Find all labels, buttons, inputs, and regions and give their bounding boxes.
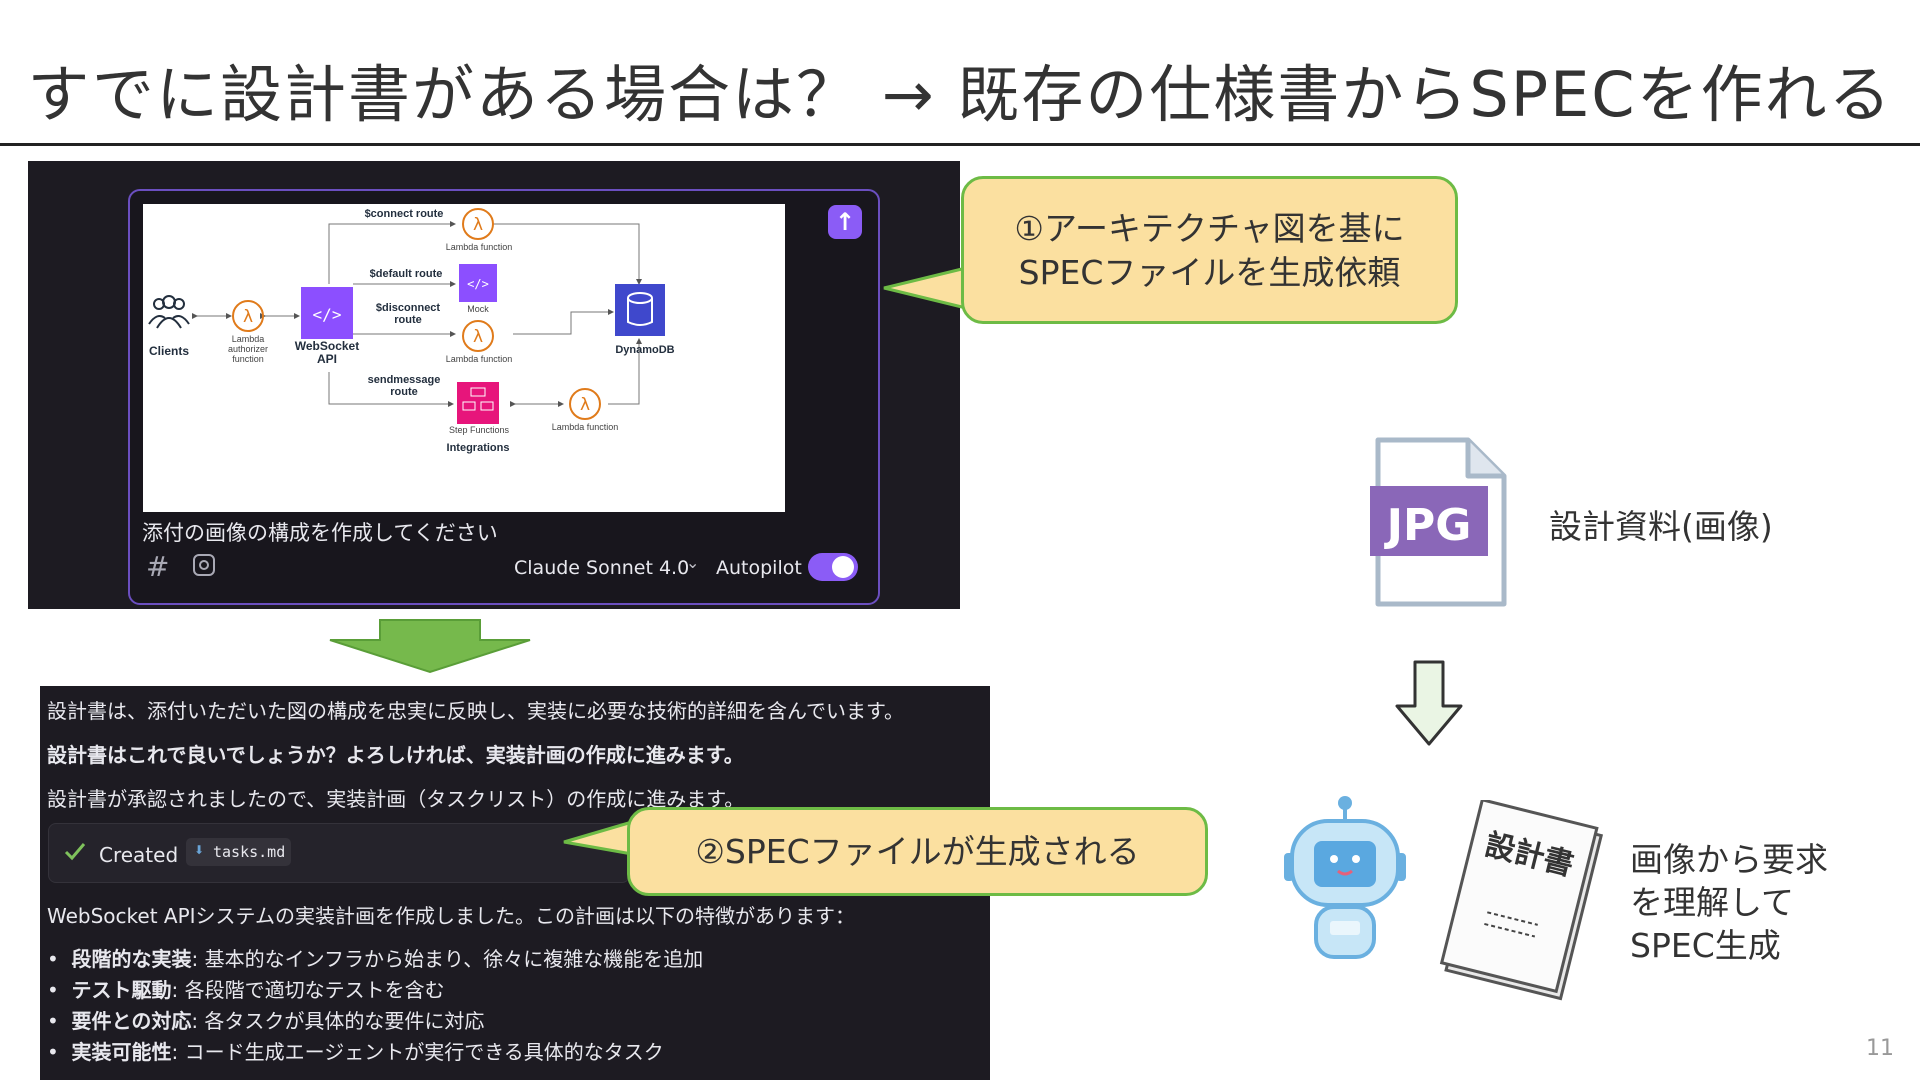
- autopilot-label: Autopilot: [716, 557, 802, 579]
- mock-label: Mock: [467, 304, 489, 314]
- list-item: • 実装可能性: コード生成エージェントが実行できる具体的なタスク: [47, 1040, 664, 1064]
- model-selector[interactable]: Claude Sonnet 4.0: [514, 557, 690, 579]
- lambda-disconnect-icon: λ: [462, 320, 494, 352]
- design-document-icon: 設計書: [1439, 800, 1604, 1001]
- callout-request-spec: ①アーキテクチャ図を基に SPECファイルを生成依頼: [961, 176, 1458, 324]
- integrations-label: Integrations: [446, 442, 510, 454]
- chat-line-3: 設計書が承認されましたので、実装計画（タスクリスト）の作成に進みます。: [47, 787, 745, 811]
- clients-icon: [148, 295, 190, 329]
- svg-text:λ: λ: [580, 395, 590, 415]
- chat-line-4: WebSocket APIシステムの実装計画を作成しました。この計画は以下の特徴…: [47, 904, 855, 928]
- created-label: Created: [99, 843, 179, 867]
- hash-icon[interactable]: #: [146, 550, 170, 583]
- title-divider: [0, 143, 1920, 146]
- chat-line-1: 設計書は、添付いただいた図の構成を忠実に反映し、実装に必要な技術的詳細を含んでい…: [47, 699, 904, 723]
- architecture-lines: λ </> λ </> λ λ: [148, 208, 665, 424]
- jpg-badge: JPG: [1384, 500, 1472, 551]
- callout-spec-generated: ②SPECファイルが生成される: [627, 807, 1208, 896]
- callout1-pointer: [883, 266, 967, 310]
- file-chip[interactable]: [186, 838, 291, 866]
- svg-text:λ: λ: [473, 327, 483, 347]
- list-item: • 段階的な実装: 基本的なインフラから始まり、徐々に複雑な機能を追加: [47, 947, 704, 971]
- file-name[interactable]: tasks.md: [213, 843, 286, 861]
- jpg-file-icon: JPG: [1370, 437, 1507, 607]
- chat-line-2: 設計書はこれで良いでしょうか？よろしければ、実装計画の作成に進みます。: [47, 743, 744, 767]
- down-arrow-icon: [1395, 660, 1463, 746]
- markdown-file-icon: ⬇: [194, 843, 205, 857]
- created-file-card[interactable]: [48, 823, 630, 883]
- robot-caption: 画像から要求 を理解して SPEC生成: [1630, 840, 1828, 965]
- step-functions-icon: [457, 382, 499, 424]
- lambda-disconnect-label: Lambda function: [445, 354, 513, 364]
- slide-title: すでに設計書がある場合は？ → 既存の仕様書からSPECを作れる: [27, 58, 1893, 131]
- page-number: 11: [1866, 1036, 1894, 1061]
- step-functions-label: Step Functions: [448, 425, 510, 435]
- robot-icon: [1284, 796, 1406, 959]
- lambda-function-label: Lambda function: [551, 422, 619, 432]
- chevron-down-icon[interactable]: ⌄: [686, 553, 700, 572]
- list-item: • テスト駆動: 各段階で適切なテストを含む: [47, 978, 445, 1002]
- toggle-knob: [832, 556, 854, 578]
- flow-down-arrow: [329, 619, 531, 674]
- send-arrow-icon[interactable]: ↑: [828, 205, 862, 239]
- jpg-caption: 設計資料(画像): [1549, 507, 1773, 546]
- list-item: • 要件との対応: 各タスクが具体的な要件に対応: [47, 1009, 485, 1033]
- lambda-connect-icon: λ: [462, 208, 494, 240]
- created-check-icon: [62, 838, 88, 864]
- websocket-api-icon: </>: [301, 287, 353, 339]
- svg-text:</>: </>: [313, 305, 342, 324]
- svg-text:λ: λ: [243, 307, 253, 327]
- svg-text:</>: </>: [467, 277, 489, 291]
- lambda-function-icon: λ: [569, 388, 601, 420]
- callout2-pointer: [563, 820, 633, 856]
- connect-route-label: $connect route: [364, 208, 444, 220]
- lambda-authorizer-icon: λ: [232, 300, 264, 332]
- mock-icon: </>: [459, 264, 497, 302]
- prompt-text: 添付の画像の構成を作成してください: [142, 521, 498, 545]
- lambda-connect-label: Lambda function: [445, 242, 513, 252]
- dynamodb-icon: [615, 284, 665, 336]
- image-attach-icon[interactable]: [192, 553, 216, 577]
- dynamodb-label: DynamoDB: [615, 344, 675, 356]
- svg-text:λ: λ: [473, 215, 483, 235]
- clients-label: Clients: [148, 344, 189, 358]
- default-route-label: $default route: [369, 268, 443, 280]
